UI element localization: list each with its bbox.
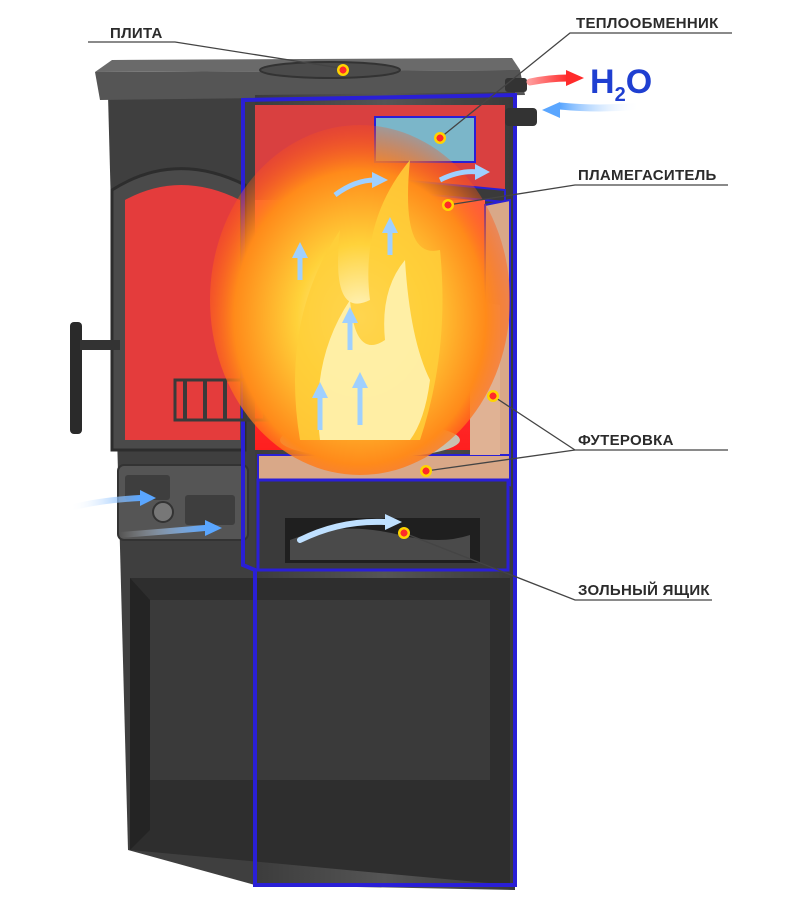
leader-lining-2 (425, 449, 576, 472)
label-lining: ФУТЕРОВКА (578, 432, 674, 449)
leader-ash-box (403, 532, 712, 601)
leader-heat-exchanger (439, 32, 732, 139)
marker-ash-box (398, 527, 410, 539)
air-knob (152, 501, 174, 523)
marker-plita (337, 64, 349, 76)
water-subscript: 2 (615, 84, 626, 106)
leader-flame-damper (447, 184, 728, 206)
water-label: H2O (590, 63, 652, 106)
label-flame-damper: ПЛАМЕГАСИТЕЛЬ (578, 167, 717, 184)
water-symbol-o: O (626, 63, 652, 101)
marker-heat-exchanger (434, 132, 446, 144)
leader-plita (88, 41, 341, 69)
fire (210, 125, 510, 475)
air-flow-arrows (67, 164, 490, 543)
hot-water-out-arrow (566, 70, 584, 86)
door-handle (70, 322, 82, 434)
label-heat-exchanger: ТЕПЛООБМЕННИК (576, 15, 719, 32)
cooktop-burner (259, 61, 401, 79)
leader-lines (88, 32, 732, 601)
cooktop-plate (95, 70, 525, 100)
cutaway (173, 92, 517, 887)
cold-water-in-arrow (542, 102, 560, 118)
marker-lining-bottom (420, 465, 432, 477)
label-plita: ПЛИТА (110, 25, 163, 42)
water-symbol-h: H (590, 63, 615, 101)
marker-lining-right (487, 390, 499, 402)
door-glass (125, 185, 240, 440)
label-ash-box: ЗОЛЬНЫЙ ЯЩИК (578, 581, 710, 599)
marker-flame-damper (442, 199, 454, 211)
markers (337, 64, 499, 539)
